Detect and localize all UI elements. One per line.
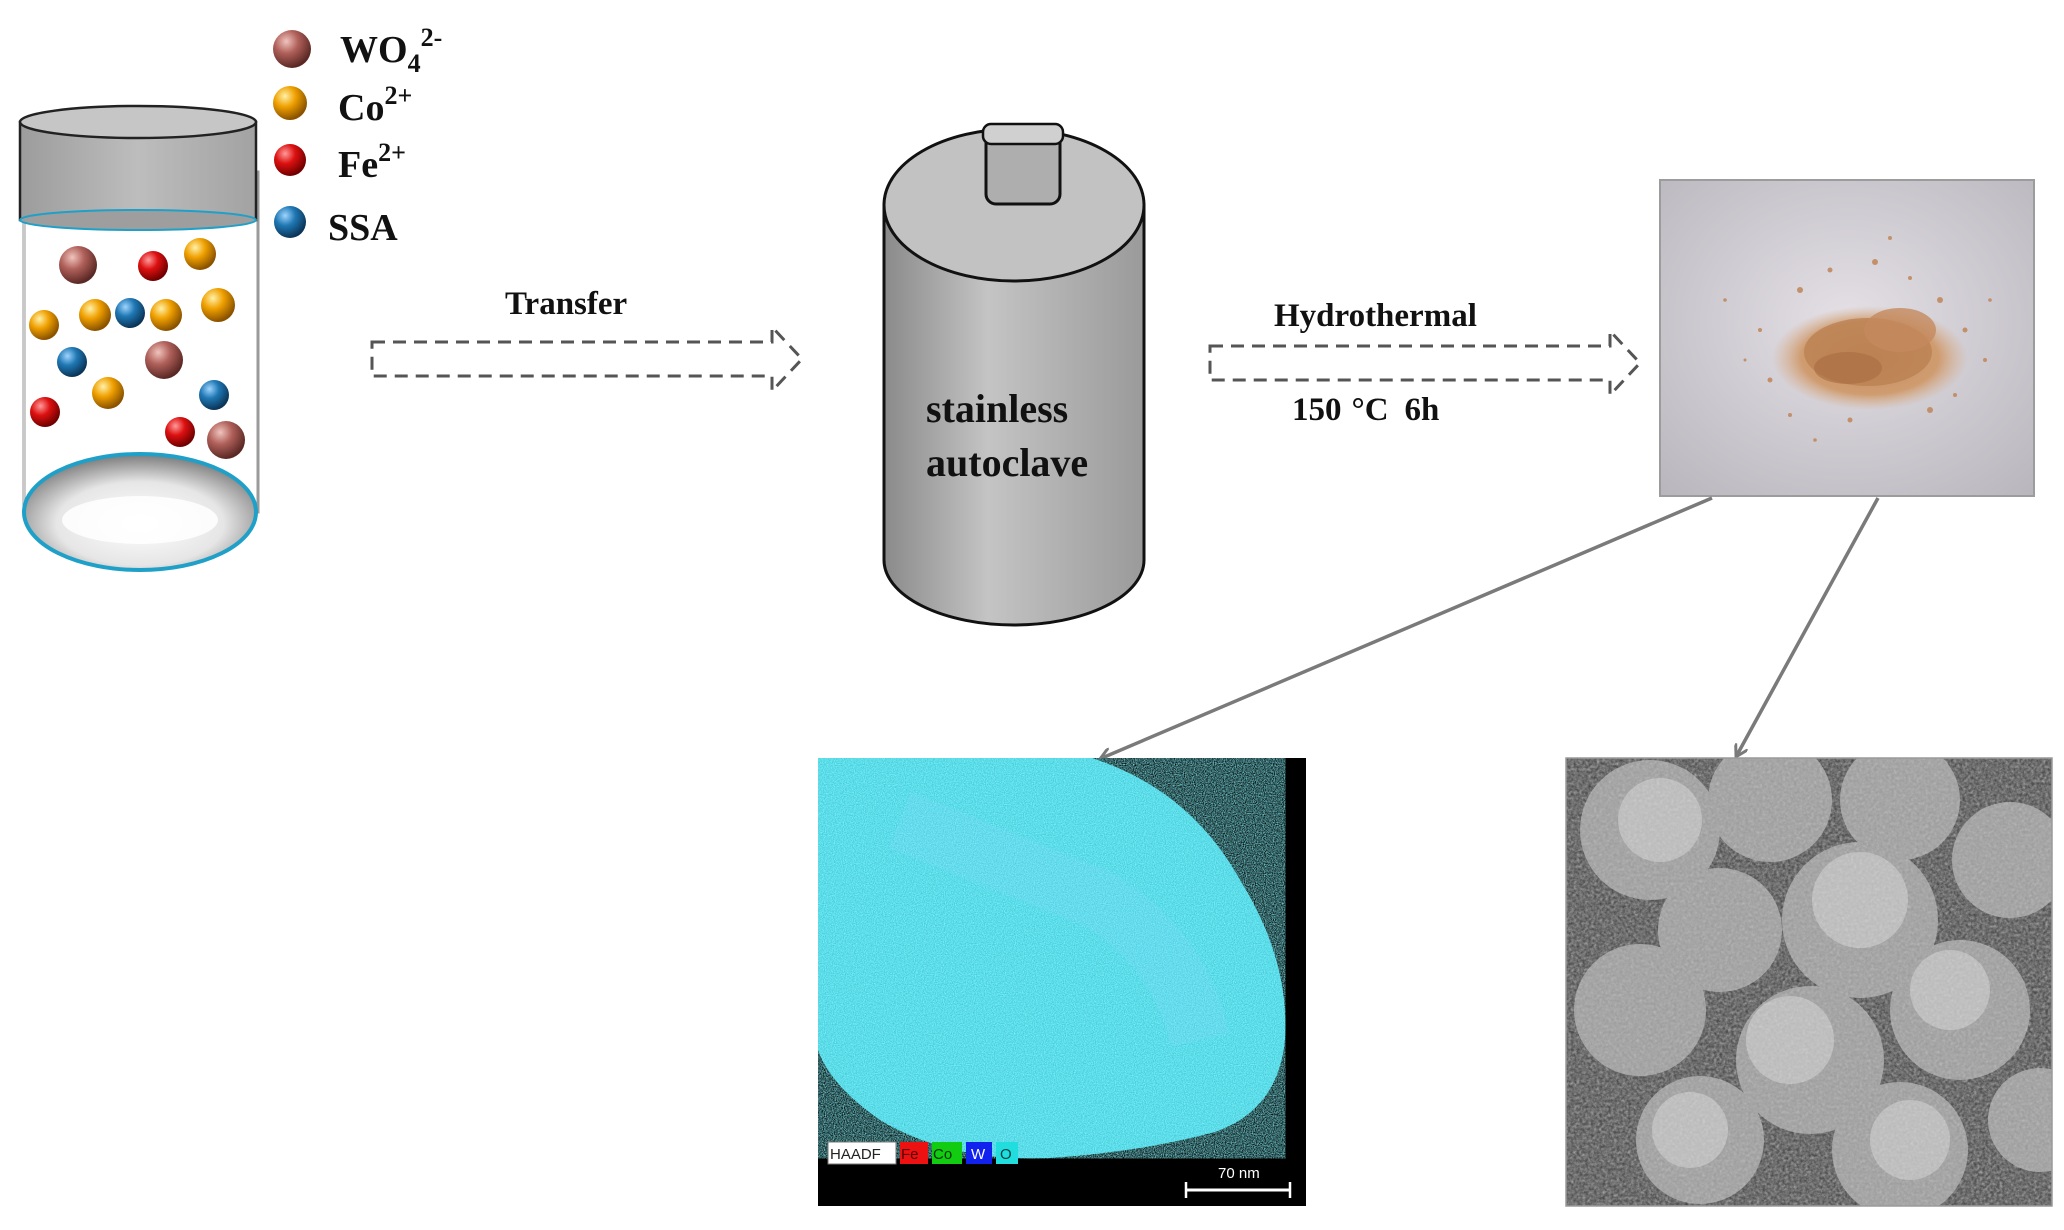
mapping-legend: HAADF Fe Co W O bbox=[827, 1141, 1018, 1165]
transfer-arrow bbox=[370, 323, 805, 395]
sem-image bbox=[1565, 757, 2053, 1207]
legend-wo4-label: WO42- bbox=[340, 23, 442, 78]
particle-co bbox=[184, 238, 216, 270]
legend-fe-marker bbox=[274, 144, 306, 176]
hydrothermal-arrow bbox=[1208, 327, 1643, 399]
particle-wo4 bbox=[145, 341, 183, 379]
stainless-autoclave: stainless autoclave bbox=[882, 122, 1146, 627]
autoclave-label-line1: stainless bbox=[926, 386, 1068, 431]
transfer-step: Transfer bbox=[370, 286, 805, 395]
vial-cap bbox=[18, 104, 258, 231]
elemental-mapping-image: HAADF Fe Co W O 70 nm bbox=[818, 758, 1306, 1206]
particle-ssa bbox=[199, 380, 229, 410]
reaction-vial bbox=[18, 104, 260, 572]
legend-haadf: HAADF bbox=[830, 1146, 881, 1163]
vial-particles bbox=[29, 238, 245, 459]
arrow-to-mapping bbox=[1102, 496, 1713, 758]
transfer-label: Transfer bbox=[505, 286, 627, 322]
legend-o: O bbox=[1000, 1146, 1012, 1163]
legend-ssa-marker bbox=[274, 206, 306, 238]
legend-wo4-marker bbox=[273, 30, 311, 68]
particle-ssa bbox=[115, 298, 145, 328]
species-legend: WO42- Co2+ Fe2+ SSA bbox=[273, 23, 442, 249]
particle-co bbox=[79, 299, 111, 331]
particle-fe bbox=[30, 397, 60, 427]
particle-wo4 bbox=[59, 246, 97, 284]
legend-co-label: Co2+ bbox=[338, 81, 412, 129]
particle-co bbox=[29, 310, 59, 340]
scale-bar: 70 nm bbox=[1184, 1165, 1292, 1198]
legend-co-marker bbox=[273, 86, 307, 120]
particle-co bbox=[92, 377, 124, 409]
arrow-to-sem bbox=[1737, 497, 1880, 755]
powder-photo bbox=[1659, 179, 2035, 497]
particle-co bbox=[201, 288, 235, 322]
particle-fe bbox=[165, 417, 195, 447]
autoclave-label-line2: autoclave bbox=[926, 440, 1088, 485]
legend-fe-label: Fe2+ bbox=[338, 138, 406, 186]
particle-fe bbox=[138, 251, 168, 281]
particle-ssa bbox=[57, 347, 87, 377]
particle-wo4 bbox=[207, 421, 245, 459]
particle-co bbox=[150, 299, 182, 331]
scale-bar-label: 70 nm bbox=[1218, 1165, 1260, 1182]
legend-ssa-label: SSA bbox=[328, 207, 398, 249]
powder-specks bbox=[1723, 236, 1992, 442]
legend-co: Co bbox=[933, 1146, 952, 1163]
legend-fe: Fe bbox=[901, 1146, 919, 1163]
hydrothermal-label: Hydrothermal bbox=[1274, 298, 1477, 334]
legend-w: W bbox=[971, 1146, 986, 1163]
autoclave-knob bbox=[981, 122, 1065, 206]
